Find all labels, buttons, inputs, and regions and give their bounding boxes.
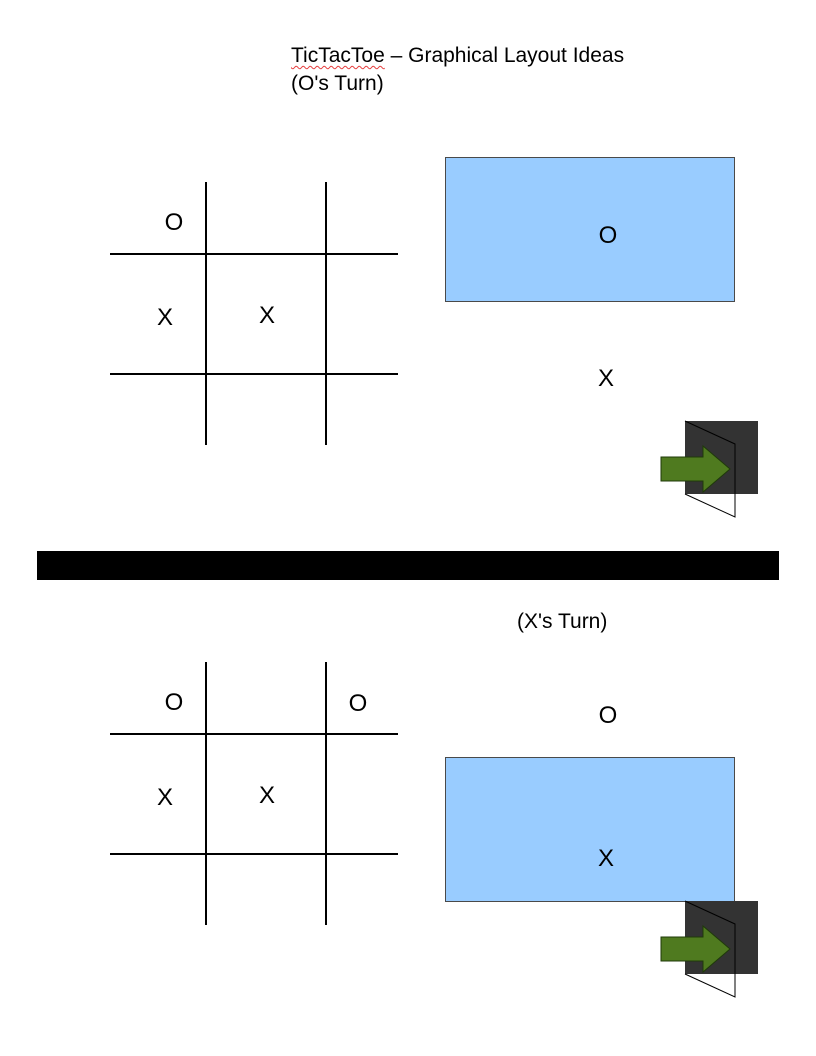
grid-line [205,662,207,925]
cell-0-0[interactable]: O [164,689,184,716]
cell-1-1[interactable]: X [258,782,275,809]
cell-1-1[interactable]: X [258,302,275,329]
player-x-indicator: X [597,365,614,392]
app-name: TicTacToe [291,44,385,67]
top-turn-label: (O's Turn) [291,72,384,95]
cell-1-0[interactable]: X [156,784,173,811]
grid-line [110,733,398,735]
exit-arrow [660,924,731,974]
player-o-indicator: O [598,702,618,729]
exit-door-arrow-icon[interactable] [658,418,762,520]
exit-arrow [660,444,731,494]
player-o-indicator: O [598,222,618,249]
bottom-turn-label: (X's Turn) [517,610,608,633]
cell-0-0[interactable]: O [164,209,184,236]
cell-0-2[interactable]: O [348,690,368,717]
cell-1-0[interactable]: X [156,304,173,331]
grid-line [325,182,327,445]
grid-line [110,253,398,255]
grid-line [110,853,398,855]
grid-line [205,182,207,445]
title-rest: – Graphical Layout Ideas [384,44,625,67]
exit-door-panel [684,420,736,518]
page-title: TicTacToe – Graphical Layout Ideas [291,43,624,69]
active-turn-panel [445,157,735,302]
section-divider [37,551,779,580]
player-x-indicator: X [597,845,614,872]
grid-line [110,373,398,375]
active-turn-panel [445,757,735,902]
grid-line [325,662,327,925]
exit-door-arrow-icon[interactable] [658,898,762,1000]
exit-door-panel [684,900,736,998]
